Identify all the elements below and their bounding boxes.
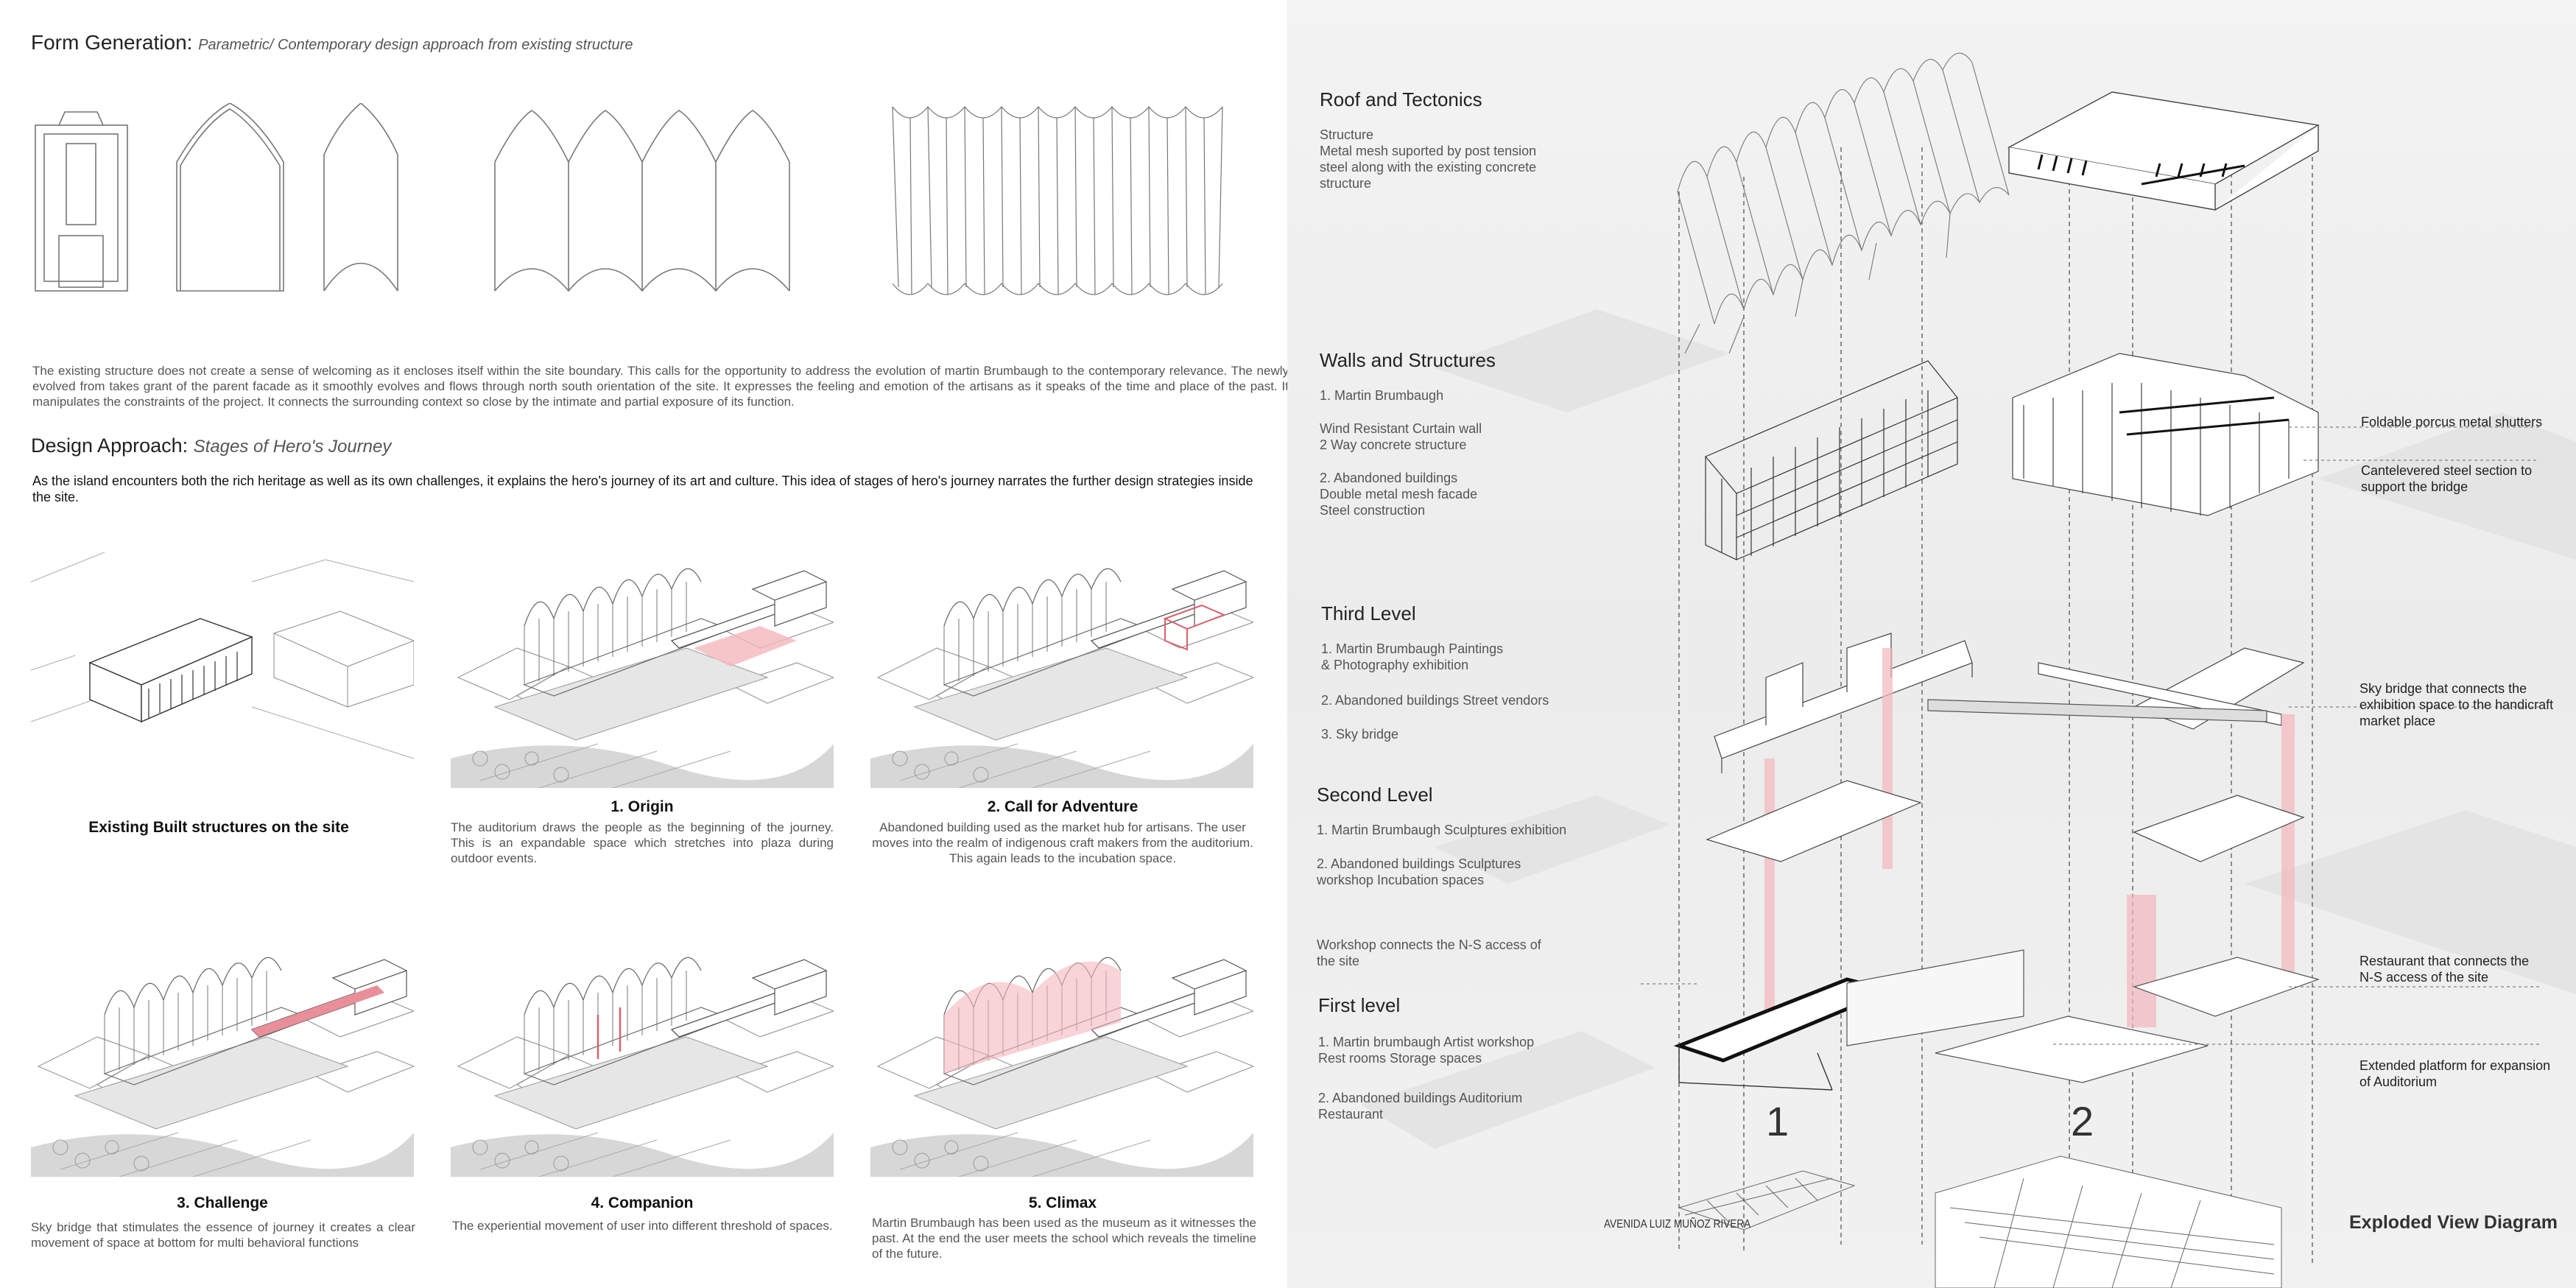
level-item-second-2: 2. Abandoned buildings Sculptures worksh… (1317, 856, 1521, 887)
level-item-third-1: 1. Martin Brumbaugh Paintings & Photogra… (1321, 641, 1504, 672)
form-generation-header: Form Generation: Parametric/ Contemporar… (31, 31, 633, 54)
form-generation-sketches (35, 103, 1223, 295)
stage-desc-challenge: Sky bridge that stimulates the essence o… (31, 1220, 415, 1250)
stage-drawing-challenge (31, 957, 414, 1177)
exploded-view-title: Exploded View Diagram (2349, 1212, 2558, 1233)
stage-drawing-existing (31, 552, 414, 788)
level-item-walls-2: Wind Resistant Curtain wall 2 Way concre… (1320, 421, 1482, 452)
level-item-walls-3: 2. Abandoned buildings Double metal mesh… (1320, 471, 1478, 518)
level-item-first-2: 2. Abandoned buildings Auditorium Restau… (1318, 1091, 1523, 1122)
exploded-axonometric-drawing (1361, 52, 2576, 1288)
block-number-2: 2 (2071, 1098, 2094, 1144)
stage-desc-climax: Martin Brumbaugh has been used as the mu… (872, 1216, 1256, 1261)
annotation-leader-lines (1641, 426, 2539, 1045)
level-item-second-1: 1. Martin Brumbaugh Sculptures exhibitio… (1317, 823, 1567, 837)
stage-drawing-companion (451, 957, 834, 1177)
stage-desc-call-for-adventure: Abandoned building used as the market hu… (872, 820, 1253, 865)
block-number-1: 1 (1766, 1098, 1790, 1144)
stage-drawing-call-for-adventure (870, 568, 1253, 788)
stage-drawing-origin (451, 568, 834, 788)
exploded-view-panel: Roof and Tectonics Structure Metal mesh … (1287, 0, 2576, 1288)
ground-grids (1678, 1155, 2282, 1288)
design-approach-header: Design Approach: Stages of Hero's Journe… (31, 434, 391, 457)
stage-title-call-for-adventure: 2. Call for Adventure (987, 798, 1139, 815)
level-item-roof-structure: Structure Metal mesh suported by post te… (1320, 127, 1537, 191)
double-arch-sketch (323, 103, 398, 292)
level-title-walls: Walls and Structures (1320, 349, 1496, 371)
annotation-restaurant: Restaurant that connects the N-S access … (2359, 954, 2530, 985)
first-level-block-1 (1673, 949, 2024, 1091)
form-generation-subtitle: Parametric/ Contemporary design approach… (198, 37, 633, 53)
stage-title-existing: Existing Built structures on the site (88, 819, 349, 836)
first-level-block-2 (1935, 957, 2320, 1083)
level-title-roof: Roof and Tectonics (1320, 88, 1482, 110)
roof-block-2 (2007, 91, 2320, 211)
level-item-third-3: 3. Sky bridge (1321, 727, 1399, 742)
level-title-second: Second Level (1317, 784, 1433, 806)
roof-mesh (1677, 52, 2010, 354)
design-approach-title: Design Approach: (31, 434, 189, 457)
annotation-cantilevered-steel: Cantelevered steel section to support th… (2361, 463, 2533, 494)
single-arch-sketch (176, 103, 284, 292)
street-label: AVENIDA LUIZ MUÑOZ RIVERA (1604, 1218, 1751, 1231)
four-arch-sketch (494, 110, 790, 292)
design-approach-text: As the island encounters both the rich h… (32, 474, 1253, 504)
stage-title-climax: 5. Climax (1028, 1194, 1097, 1211)
stage-drawing-climax (870, 957, 1253, 1177)
walls-block-1 (1705, 360, 1958, 560)
stage-title-challenge: 3. Challenge (177, 1194, 268, 1211)
annotation-extended-platform: Extended platform for expansion of Audit… (2359, 1058, 2551, 1089)
level-item-walls-1: 1. Martin Brumbaugh (1320, 388, 1444, 403)
context-blocks (1361, 309, 2576, 1149)
stage-title-companion: 4. Companion (591, 1194, 694, 1211)
level-title-third: Third Level (1321, 602, 1416, 624)
annotation-metal-shutters: Foldable porcus metal shutters (2361, 415, 2543, 429)
sky-bridge (1927, 699, 2267, 722)
intro-paragraph: The existing structure does not create a… (32, 364, 1289, 409)
second-level-slabs (1706, 780, 2305, 862)
workshop-note: Workshop connects the N-S access of the … (1317, 937, 1541, 968)
design-approach-subtitle: Stages of Hero's Journey (193, 437, 392, 457)
stage-desc-origin: The auditorium draws the people as the b… (451, 820, 834, 865)
stage-desc-companion: The experiential movement of user into d… (452, 1219, 833, 1233)
stage-title-origin: 1. Origin (610, 798, 674, 815)
walls-block-2 (2012, 353, 2319, 516)
existing-facade-sketch (35, 111, 128, 292)
level-title-first: First level (1318, 994, 1401, 1016)
form-generation-title: Form Generation: (31, 31, 193, 54)
level-item-third-2: 2. Abandoned buildings Street vendors (1321, 693, 1549, 708)
annotation-sky-bridge: Sky bridge that connects the exhibition … (2359, 681, 2554, 728)
wave-mesh-sketch (892, 106, 1223, 295)
level-item-first-1: 1. Martin brumbaugh Artist workshop Rest… (1318, 1035, 1535, 1066)
